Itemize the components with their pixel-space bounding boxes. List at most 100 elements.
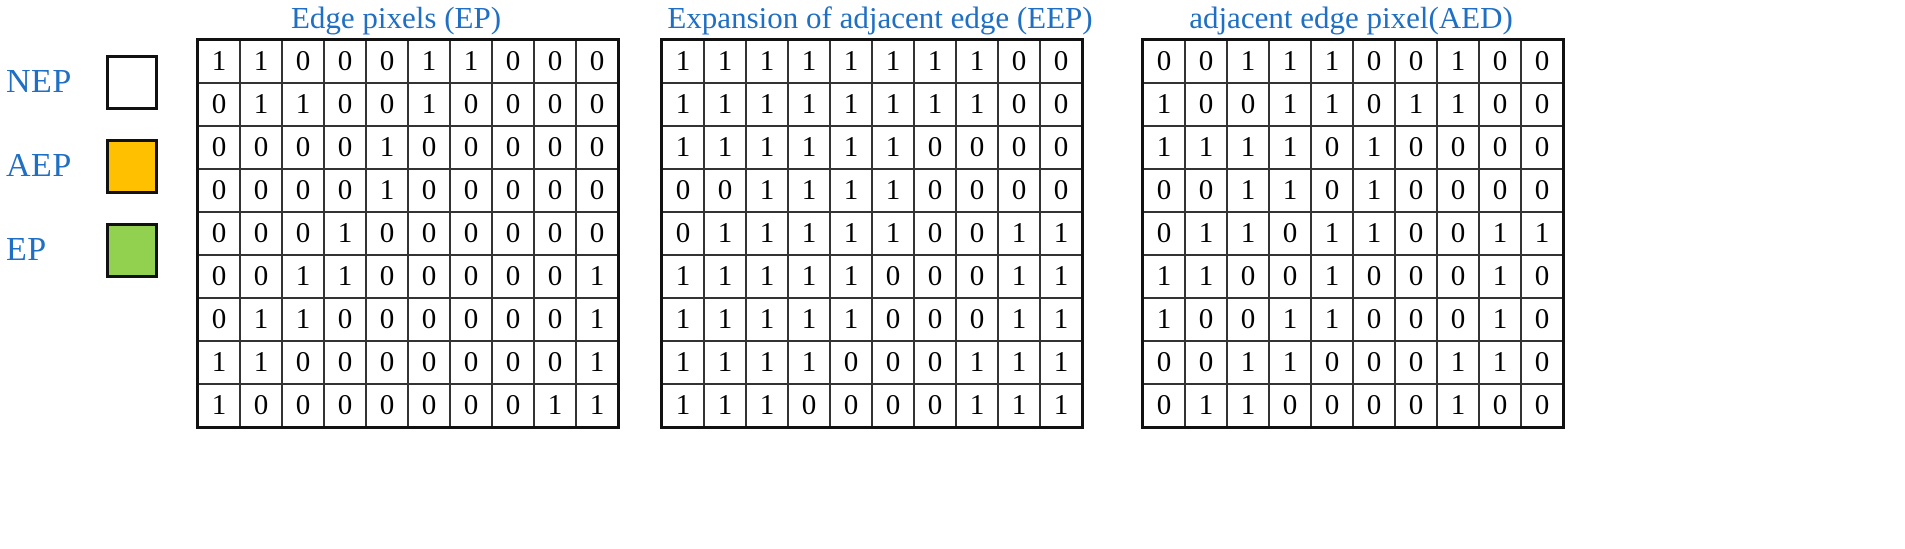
matrix-cell: 0 xyxy=(1352,340,1396,385)
matrix-cell: 1 xyxy=(323,254,367,299)
matrix-cell: 0 xyxy=(407,125,451,170)
matrix-cell: 0 xyxy=(913,297,957,342)
matrix-cell: 0 xyxy=(955,297,999,342)
matrix-cell: 0 xyxy=(1184,297,1228,342)
matrix-cell: 0 xyxy=(491,211,535,256)
matrix-cell: 1 xyxy=(871,125,915,170)
matrix-cell: 0 xyxy=(1268,383,1312,429)
matrix-cell: 1 xyxy=(745,38,789,84)
matrix-cell: 1 xyxy=(449,38,493,84)
matrix-cell: 0 xyxy=(281,211,325,256)
matrix-cell: 0 xyxy=(575,38,620,84)
matrix-cell: 1 xyxy=(997,297,1041,342)
matrix-cell: 1 xyxy=(871,211,915,256)
matrix-cell: 0 xyxy=(407,211,451,256)
matrix-cell: 1 xyxy=(997,254,1041,299)
nep-swatch xyxy=(106,54,158,110)
matrix-cell: 0 xyxy=(955,125,999,170)
matrix-cell: 0 xyxy=(449,211,493,256)
matrix-cell: 1 xyxy=(829,168,873,213)
matrix-cell: 1 xyxy=(1226,38,1270,84)
matrix-cell: 0 xyxy=(407,340,451,385)
matrix-cell: 0 xyxy=(1226,297,1270,342)
matrix-cell: 0 xyxy=(281,383,325,429)
matrix-cell: 0 xyxy=(365,82,409,127)
matrix-cell: 1 xyxy=(1436,340,1480,385)
matrix-cell: 0 xyxy=(997,82,1041,127)
matrix-cell: 1 xyxy=(703,383,747,429)
matrix-cell: 1 xyxy=(703,340,747,385)
matrix-cell: 0 xyxy=(239,168,283,213)
matrix-cell: 1 xyxy=(955,82,999,127)
matrix-cell: 0 xyxy=(365,340,409,385)
matrix-cell: 1 xyxy=(745,82,789,127)
matrix-cell: 1 xyxy=(787,211,831,256)
matrix-cell: 0 xyxy=(1520,297,1565,342)
matrix-cell: 0 xyxy=(1478,125,1522,170)
matrix-cell: 1 xyxy=(1310,211,1354,256)
matrix-cell: 1 xyxy=(365,125,409,170)
matrix-cell: 0 xyxy=(997,38,1041,84)
matrix-cell: 1 xyxy=(871,38,915,84)
matrix-cell: 0 xyxy=(1310,125,1354,170)
matrix-cell: 1 xyxy=(829,82,873,127)
matrix-cell: 1 xyxy=(1141,254,1186,299)
matrix-cell: 1 xyxy=(660,383,705,429)
matrix-cell: 0 xyxy=(871,383,915,429)
matrix-cell: 0 xyxy=(913,254,957,299)
matrix-cell: 1 xyxy=(1352,125,1396,170)
matrix-cell: 0 xyxy=(913,211,957,256)
matrix-cell: 0 xyxy=(913,125,957,170)
matrix-cell: 0 xyxy=(533,125,577,170)
matrix-cell: 1 xyxy=(1310,38,1354,84)
matrix-cell: 1 xyxy=(913,82,957,127)
matrix-cell: 1 xyxy=(1141,82,1186,127)
matrix-cell: 1 xyxy=(1226,383,1270,429)
matrix-cell: 1 xyxy=(1394,82,1438,127)
matrix-cell: 0 xyxy=(703,168,747,213)
matrix-cell: 1 xyxy=(1352,168,1396,213)
matrix-cell: 1 xyxy=(1268,82,1312,127)
matrix-cell: 0 xyxy=(1478,383,1522,429)
matrix-cell: 0 xyxy=(1352,254,1396,299)
matrix-cell: 1 xyxy=(239,340,283,385)
matrix-cell: 1 xyxy=(1310,297,1354,342)
matrix-cell: 1 xyxy=(1226,168,1270,213)
matrix-cell: 0 xyxy=(1394,340,1438,385)
matrix-cell: 0 xyxy=(196,168,241,213)
matrix-cell: 0 xyxy=(533,168,577,213)
matrix-cell: 1 xyxy=(281,254,325,299)
matrix-cell: 0 xyxy=(1394,125,1438,170)
matrix-cell: 1 xyxy=(281,297,325,342)
matrix-cell: 1 xyxy=(745,340,789,385)
matrix-cell: 0 xyxy=(281,38,325,84)
matrix-cell: 0 xyxy=(491,254,535,299)
matrix-cell: 0 xyxy=(533,254,577,299)
matrix-cell: 0 xyxy=(1268,254,1312,299)
matrix-cell: 0 xyxy=(1394,297,1438,342)
matrix-cell: 1 xyxy=(365,168,409,213)
matrix-cell: 0 xyxy=(1394,38,1438,84)
matrix-cell: 0 xyxy=(1478,38,1522,84)
matrix-title-expansion-adjacent-edge: Expansion of adjacent edge (EEP) xyxy=(667,0,1093,35)
matrix-cell: 0 xyxy=(407,383,451,429)
matrix-cell: 1 xyxy=(787,38,831,84)
matrix-cell: 0 xyxy=(323,340,367,385)
legend-label-nep: NEP xyxy=(6,63,72,100)
matrix-cell: 1 xyxy=(703,38,747,84)
matrix-cell: 0 xyxy=(365,297,409,342)
matrix-title-adjacent-edge-pixel: adjacent edge pixel(AED) xyxy=(1189,0,1513,35)
matrix-cell: 0 xyxy=(1436,211,1480,256)
